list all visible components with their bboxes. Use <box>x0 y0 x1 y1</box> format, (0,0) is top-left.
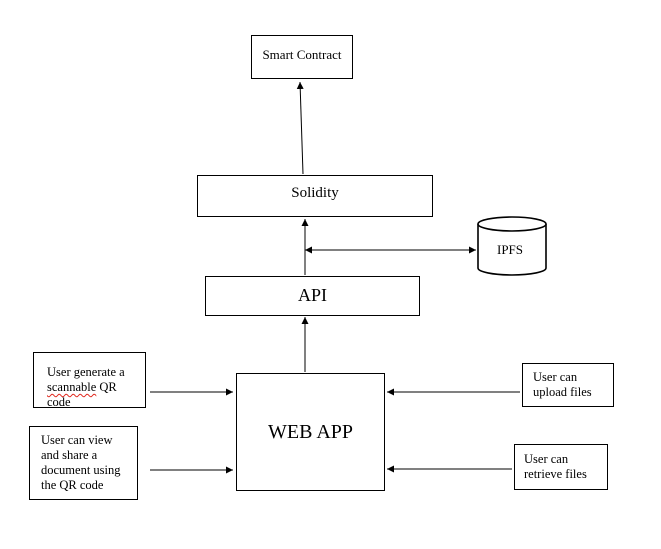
view-share-note-text: User can view and share a document using… <box>41 432 121 493</box>
solidity-label: Solidity <box>291 185 339 201</box>
ipfs-label: IPFS <box>497 242 523 257</box>
web-app-label: WEB APP <box>267 420 354 443</box>
api-label: API <box>297 285 327 306</box>
retrieve-note: User can retrieve files <box>514 444 608 490</box>
smart-contract-box: Smart Contract <box>251 35 353 79</box>
arrow-solidity-to-smart-contract <box>296 81 304 175</box>
retrieve-note-text: User can retrieve files <box>524 451 587 481</box>
solidity-box: Solidity <box>197 175 433 217</box>
generate-qr-line-3: code <box>47 395 71 410</box>
generate-qr-line-2-rest: QR <box>96 380 117 394</box>
generate-qr-line-1: User generate a <box>47 364 125 379</box>
web-app-box: WEB APP <box>236 373 385 491</box>
upload-note: User can upload files <box>522 363 614 407</box>
ipfs-database-cylinder: IPFS <box>477 216 547 276</box>
upload-note-text: User can upload files <box>533 369 592 399</box>
spellcheck-flagged-word: scannable <box>47 380 97 394</box>
smart-contract-label: Smart Contract <box>262 47 342 62</box>
view-share-note: User can view and share a document using… <box>29 426 138 500</box>
api-box: API <box>205 276 420 316</box>
